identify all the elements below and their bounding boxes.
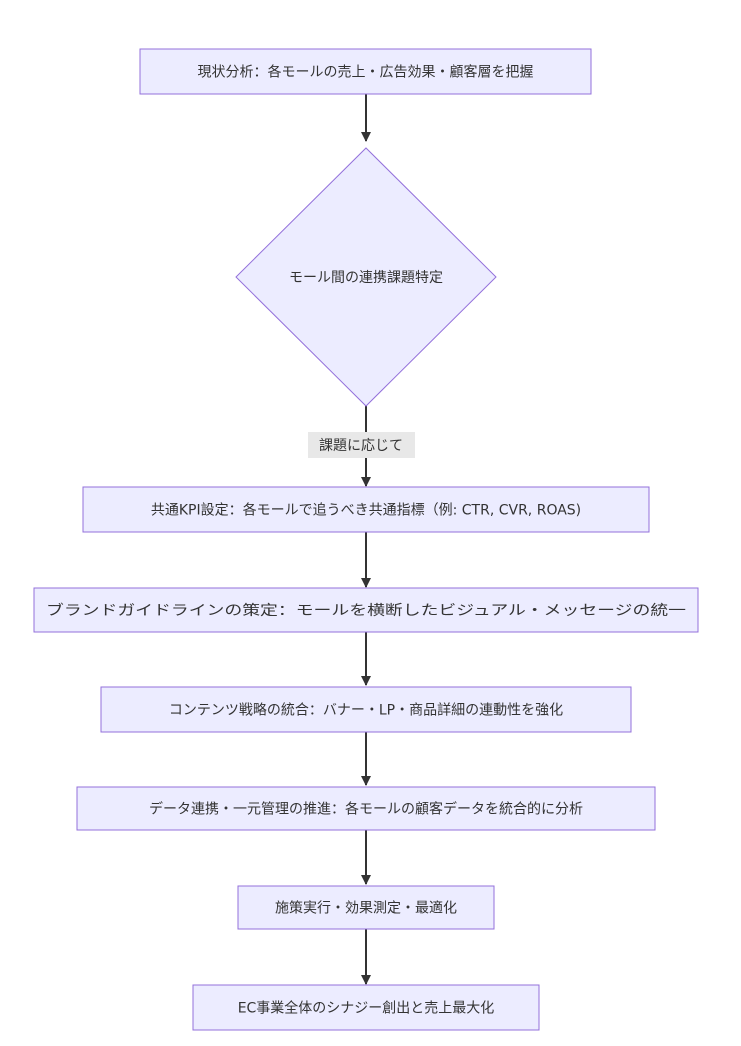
node-synergy bbox=[192, 984, 540, 1031]
node-brand-guideline-label: ブランドガイドラインの策定：モールを横断したビジュアル・メッセージの統一 bbox=[46, 602, 686, 619]
node-issue-identification-label: モール間の連携課題特定 bbox=[289, 270, 443, 286]
node-issue-identification bbox=[235, 147, 497, 407]
node-synergy-label: EC事業全体のシナジー創出と売上最大化 bbox=[238, 1000, 495, 1017]
node-common-kpi-label: 共通KPI設定：各モールで追うべき共通指標（例: CTR, CVR, ROAS) bbox=[151, 503, 581, 519]
node-data-integration-label: データ連携・一元管理の推進：各モールの顧客データを統合的に分析 bbox=[149, 801, 583, 818]
node-current-analysis-label: 現状分析：各モールの売上・広告効果・顧客層を把握 bbox=[198, 64, 534, 81]
node-content-strategy bbox=[100, 686, 632, 733]
edge-label: 課題に応じて bbox=[319, 438, 403, 454]
node-brand-guideline bbox=[33, 587, 699, 633]
node-execution-label: 施策実行・効果測定・最適化 bbox=[275, 900, 457, 917]
node-current-analysis bbox=[139, 48, 592, 95]
node-execution bbox=[237, 885, 495, 930]
edge-label-bg bbox=[308, 432, 415, 458]
node-common-kpi bbox=[82, 486, 650, 533]
node-content-strategy-label: コンテンツ戦略の統合：バナー・LP・商品詳細の連動性を強化 bbox=[169, 703, 563, 719]
node-data-integration bbox=[76, 786, 656, 831]
